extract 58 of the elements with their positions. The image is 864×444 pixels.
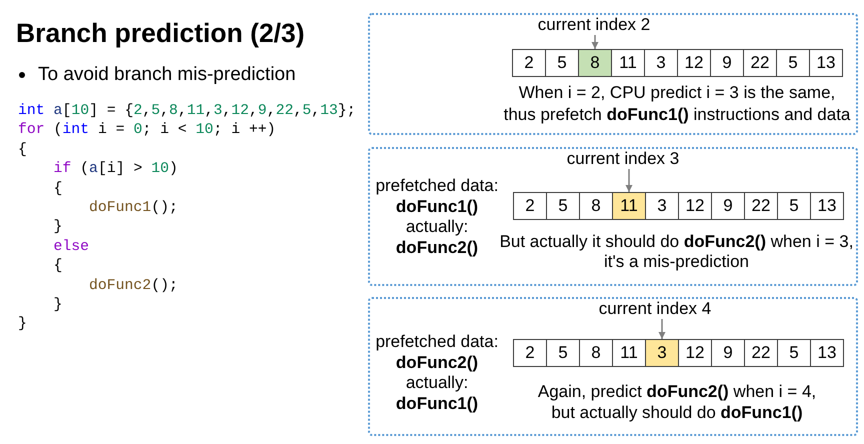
array-cell: 12 <box>678 339 712 367</box>
pointer-arrow <box>626 169 632 192</box>
array-cell: 9 <box>711 339 745 367</box>
array-cell: 5 <box>777 339 811 367</box>
dotted-panel <box>368 297 858 436</box>
pointer-arrow <box>592 35 598 49</box>
array-cell: 11 <box>611 49 645 77</box>
code-line: int a[10] = {2,5,8,11,3,12,9,22,5,13}; <box>18 102 356 121</box>
array-cell: 2 <box>512 49 546 77</box>
array-cell: 5 <box>776 49 810 77</box>
array-cell: 5 <box>546 339 580 367</box>
explanation-text: But actually it should do doFunc2() when i = 3, it's a mis-prediction <box>498 232 854 272</box>
prefetch-note: prefetched data: doFunc1() actually: doFunc2() <box>374 176 500 259</box>
array-cell: 5 <box>545 49 579 77</box>
array-cell: 22 <box>744 192 778 220</box>
array-cell: 22 <box>743 49 777 77</box>
code-line: doFunc2(); <box>89 276 178 296</box>
array-cell: 13 <box>810 192 844 220</box>
dotted-panel <box>368 13 858 135</box>
pointer-arrow <box>658 319 666 339</box>
array-cell: 3 <box>645 339 679 367</box>
index-label: current index 2 <box>534 15 654 35</box>
code-line: for (int i = 0; i < 10; i ++) <box>18 121 276 140</box>
code-line: { <box>54 257 62 276</box>
index-label: current index 4 <box>595 299 715 319</box>
array-cell: 5 <box>777 192 811 220</box>
array-cell: 11 <box>612 192 646 220</box>
array-cell: 22 <box>744 339 778 367</box>
array-cell: 8 <box>579 192 613 220</box>
array-cell: 12 <box>678 192 712 220</box>
array-cell: 9 <box>710 49 744 77</box>
index-label: current index 3 <box>563 149 683 169</box>
code-line: } <box>54 218 62 238</box>
array-cell: 13 <box>810 339 844 367</box>
code-line: { <box>18 140 27 160</box>
explanation-text: Again, predict doFunc2() when i = 4, but actually should do doFunc1() <box>536 381 818 423</box>
array-cell: 12 <box>677 49 711 77</box>
bullet-point: To avoid branch mis-prediction <box>38 63 296 87</box>
array-cell: 3 <box>644 49 678 77</box>
slide-title: Branch prediction (2/3) <box>16 17 305 49</box>
code-line: } <box>54 296 62 315</box>
array-cell: 8 <box>579 339 613 367</box>
array-cell: 9 <box>711 192 745 220</box>
code-line: } <box>18 315 27 334</box>
array-cell: 3 <box>645 192 679 220</box>
dotted-panel <box>368 147 858 286</box>
array-cell: 2 <box>513 339 547 367</box>
code-line: else <box>54 238 90 257</box>
array-cell: 2 <box>513 192 547 220</box>
array-cell: 13 <box>809 49 843 77</box>
code-line: if (a[i] > 10) <box>54 160 178 180</box>
prefetch-note: prefetched data: doFunc2() actually: doFunc1() <box>374 332 500 415</box>
array-cell: 5 <box>546 192 580 220</box>
code-line: { <box>54 180 62 199</box>
array-cell: 11 <box>612 339 646 367</box>
explanation-text: When i = 2, CPU predict i = 3 is the same, thus prefetch doFunc1() instructions and data <box>503 82 851 125</box>
array-cell: 8 <box>578 49 612 77</box>
code-line: doFunc1(); <box>89 198 178 218</box>
